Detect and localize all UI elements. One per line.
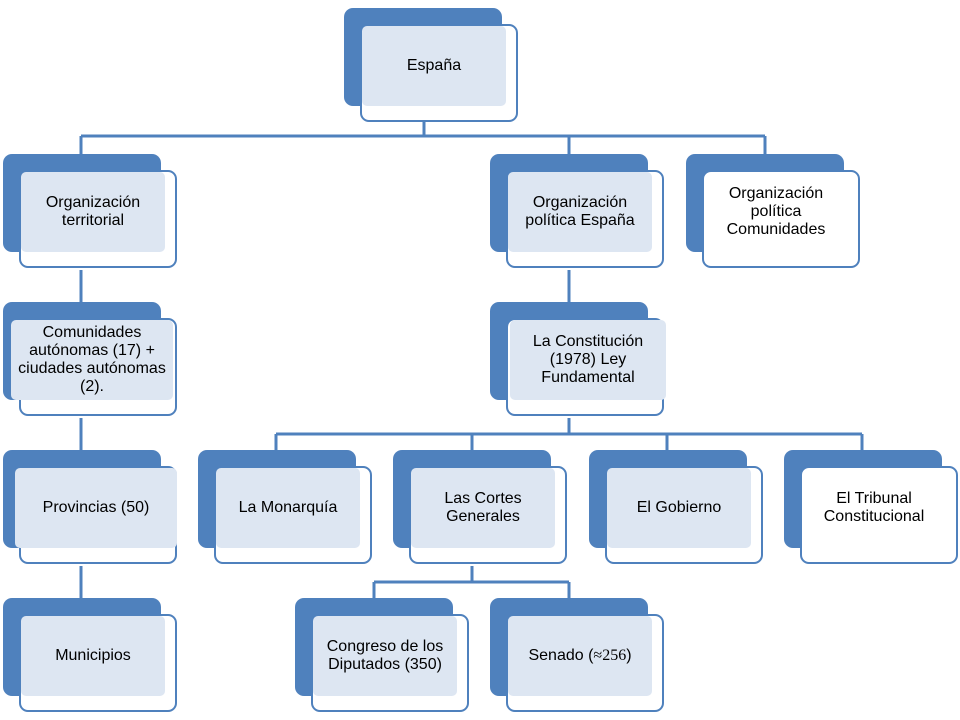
- node-tribunal-label: El Tribunal Constitucional: [823, 490, 925, 525]
- senado-text: Senado (: [528, 647, 594, 664]
- node-gobierno-label: El Gobierno: [607, 468, 751, 548]
- node-comunidades-label: Comunidades autónomas (17) + ciudades au…: [11, 320, 173, 400]
- node-constitucion-label: La Constitución (1978) Ley Fundamental: [510, 320, 666, 400]
- node-org-politica-comunidades-label: Organización política Comunidades: [726, 185, 826, 238]
- node-municipios-label: Municipios: [21, 616, 165, 696]
- node-monarquia-label: La Monarquía: [216, 468, 360, 548]
- node-org-territorial-label: Organización territorial: [21, 172, 165, 252]
- senado-close: ): [626, 647, 632, 664]
- node-provincias-label: Provincias (50): [15, 468, 177, 548]
- node-cortes-label: Las Cortes Generales: [411, 468, 555, 548]
- node-org-politica-espana-label: Organización política España: [508, 172, 652, 252]
- node-congreso-label: Congreso de los Diputados (350): [313, 616, 457, 696]
- node-tribunal-box: [800, 466, 958, 564]
- node-senado-label: Senado (≈256): [508, 616, 652, 696]
- node-org-politica-comunidades-box: [702, 170, 860, 268]
- senado-count: ≈256: [593, 647, 627, 664]
- node-espana-label: España: [362, 26, 506, 106]
